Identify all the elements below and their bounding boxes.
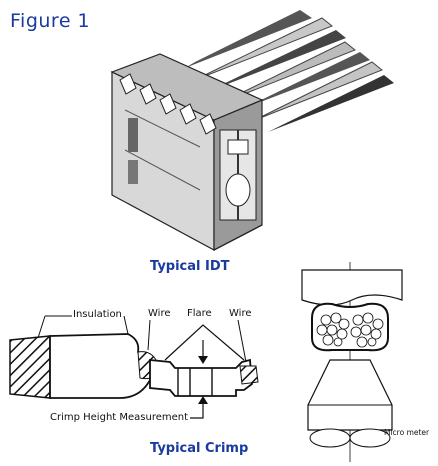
micrometer-anvil-top bbox=[301, 269, 403, 306]
crimp-caption: Typical Crimp bbox=[150, 441, 249, 456]
flare-pointer-lines bbox=[164, 324, 245, 361]
crimp-height-label: Crimp Height Measurement bbox=[50, 412, 189, 423]
micrometer-spindle-bottom bbox=[307, 359, 393, 431]
wire-left-label: Wire bbox=[148, 308, 171, 319]
flare-label: Flare bbox=[187, 308, 212, 319]
insulation-label: Insulation bbox=[73, 309, 122, 320]
strands-left bbox=[316, 312, 350, 347]
strands-right bbox=[350, 312, 384, 348]
wire-strands-right bbox=[239, 365, 259, 385]
figure-title: Figure 1 bbox=[10, 10, 91, 32]
conductor-crimp bbox=[149, 358, 253, 397]
idt-housing bbox=[110, 53, 264, 252]
idt-wires bbox=[185, 10, 394, 132]
idt-caption: Typical IDT bbox=[150, 259, 230, 274]
micrometer-label: Micro meter bbox=[384, 428, 430, 437]
crimp-height-leader bbox=[190, 400, 204, 419]
wire-right-label: Wire bbox=[229, 308, 252, 319]
